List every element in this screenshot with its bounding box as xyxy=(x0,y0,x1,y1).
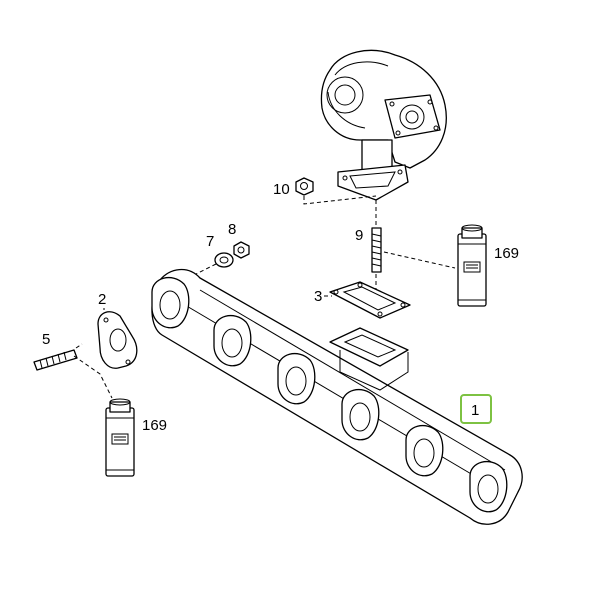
nut-8[interactable] xyxy=(233,241,250,259)
port-flange-5 xyxy=(405,424,444,477)
callout-9: 9 xyxy=(355,227,363,244)
nut-10[interactable] xyxy=(295,177,377,205)
port-flange-1 xyxy=(151,276,190,329)
callout-2: 2 xyxy=(98,291,106,308)
callout-169-left: 169 xyxy=(142,417,167,434)
spray-can-left[interactable] xyxy=(105,398,135,477)
spray-can-icon xyxy=(111,433,129,445)
washer-7[interactable] xyxy=(214,252,234,268)
spray-can-right[interactable] xyxy=(457,224,487,307)
port-flange-3 xyxy=(277,352,316,405)
callout-3: 3 xyxy=(314,288,322,305)
stud-9[interactable] xyxy=(371,200,456,298)
exhaust-manifold-1[interactable] xyxy=(151,268,523,525)
callout-7: 7 xyxy=(206,233,214,250)
gasket-2[interactable] xyxy=(97,308,138,369)
callout-1: 1 xyxy=(471,402,479,419)
callout-5: 5 xyxy=(42,331,50,348)
callout-1-highlight xyxy=(460,394,492,424)
callout-8: 8 xyxy=(228,221,236,238)
port-flange-6 xyxy=(469,460,508,513)
callout-169-right: 169 xyxy=(494,245,519,262)
gasket-3[interactable] xyxy=(324,281,411,319)
port-flange-2 xyxy=(213,314,252,367)
turbocharger[interactable] xyxy=(320,49,447,201)
spray-can-icon xyxy=(463,261,481,273)
stud-5[interactable] xyxy=(33,343,113,399)
port-flange-4 xyxy=(341,388,380,441)
callout-10: 10 xyxy=(273,181,290,198)
